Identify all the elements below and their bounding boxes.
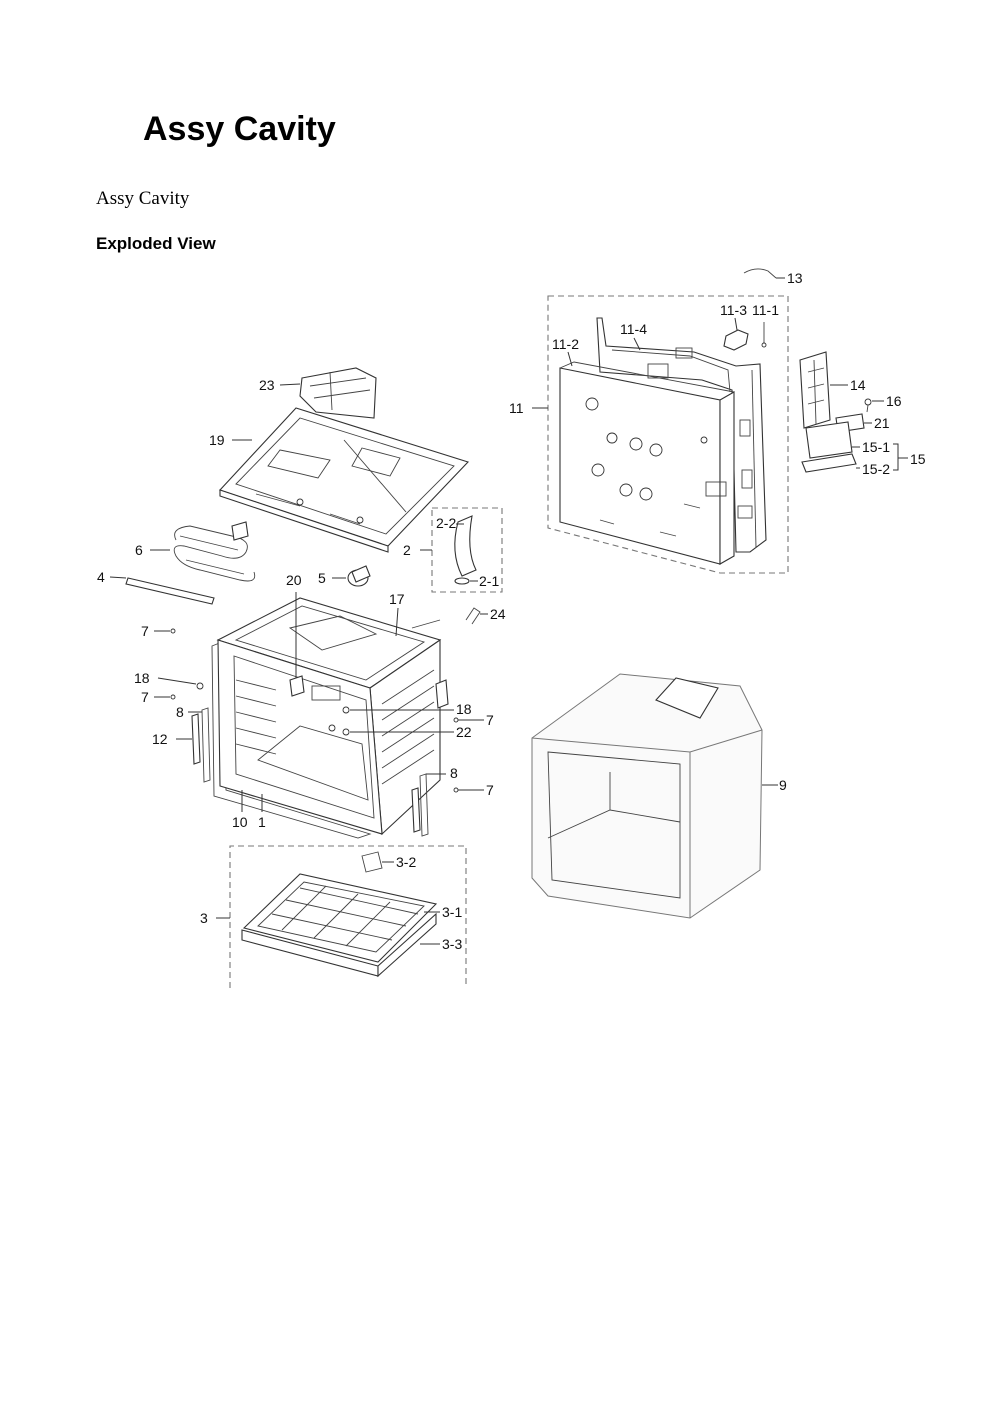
callout-3-1: 3-1 [442, 904, 462, 920]
callout-7-a: 7 [141, 623, 149, 639]
callout-4: 4 [97, 569, 105, 585]
part-22-plug: 22 [328, 724, 472, 740]
part-11-assembly-group: 11 11-4 11-3 11-1 [509, 295, 789, 574]
callout-3-2: 3-2 [396, 854, 416, 870]
callout-24: 24 [490, 606, 506, 622]
callout-15: 15 [910, 451, 926, 467]
part-13-hook: 13 [743, 268, 803, 286]
part-11-2-cover-plate [559, 361, 735, 565]
callout-2: 2 [403, 542, 411, 558]
part-17-probe: 17 [389, 591, 441, 637]
callout-15-1: 15-1 [862, 439, 890, 455]
callout-11: 11 [509, 400, 524, 416]
part-11-1-screw [761, 322, 767, 348]
part-16-fastener: 16 [864, 393, 902, 413]
part-11-4-frame [596, 317, 767, 553]
part-18-plug-left: 18 [134, 670, 204, 690]
part-3-1-bottom-plate [242, 873, 440, 963]
part-24-clip: 24 [465, 606, 506, 625]
callout-15-2: 15-2 [862, 461, 890, 477]
part-3-2-bracket [361, 851, 394, 873]
part-23-duct: 23 [259, 367, 377, 419]
section-heading-exploded-view: Exploded View [96, 234, 216, 253]
document-subtitle: Assy Cavity [96, 188, 190, 209]
callout-2-1: 2-1 [479, 573, 499, 589]
callout-16: 16 [886, 393, 902, 409]
callout-11-3: 11-3 [720, 302, 747, 318]
part-2-assembly-group: 2 2-2 2-1 [403, 507, 503, 593]
callout-6: 6 [135, 542, 143, 558]
part-6-heating-element: 6 [135, 521, 256, 582]
callout-11-1: 11-1 [752, 302, 779, 318]
callout-14: 14 [850, 377, 866, 393]
part-5-lamp: 5 [318, 565, 371, 587]
callout-22: 22 [456, 724, 472, 740]
callout-1: 1 [258, 814, 266, 830]
callout-17: 17 [389, 591, 405, 607]
callout-5: 5 [318, 570, 326, 586]
callout-3: 3 [200, 910, 208, 926]
callout-18-a: 18 [134, 670, 150, 686]
callout-7-b: 7 [141, 689, 149, 705]
part-7-screw-b: 7 [141, 689, 176, 705]
part-1-oven-cavity [216, 597, 449, 836]
part-4-rail: 4 [97, 569, 215, 605]
page-title: Assy Cavity [143, 110, 336, 148]
part-3-assembly-group: 3 3-2 3-1 3-3 [200, 845, 467, 988]
part-2-1-gasket [454, 577, 470, 585]
part-8-trim-left: 8 [176, 704, 211, 783]
part-14-bracket: 14 [799, 351, 866, 429]
callout-10: 10 [232, 814, 248, 830]
part-20-sensor: 20 [286, 572, 305, 697]
callout-20: 20 [286, 572, 302, 588]
callout-19: 19 [209, 432, 225, 448]
callout-21: 21 [874, 415, 890, 431]
part-15-bracket-assembly [801, 421, 908, 473]
callout-23: 23 [259, 377, 275, 393]
part-18-plug-right: 18 [342, 701, 472, 717]
part-9-outer-cabinet: 9 [531, 673, 787, 919]
part-7-screw-a: 7 [141, 623, 176, 639]
callout-7-d: 7 [486, 782, 494, 798]
callout-8-b: 8 [450, 765, 458, 781]
callout-11-2: 11-2 [552, 336, 579, 352]
part-7-screw-c: 7 [453, 712, 494, 728]
part-2-2-cover [454, 515, 477, 577]
callout-9: 9 [779, 777, 787, 793]
part-11-3-sensor [723, 317, 749, 351]
callout-2-2: 2-2 [436, 515, 456, 531]
callout-18-b: 18 [456, 701, 472, 717]
callout-7-c: 7 [486, 712, 494, 728]
callout-11-4: 11-4 [620, 321, 647, 337]
callout-13: 13 [787, 270, 803, 286]
part-12-hinge-left: 12 [152, 713, 201, 765]
part-8-trim-right: 8 [411, 765, 458, 837]
callout-3-3: 3-3 [442, 936, 462, 952]
part-3-3-frame [241, 912, 440, 978]
callout-12: 12 [152, 731, 168, 747]
callout-8-a: 8 [176, 704, 184, 720]
part-7-screw-d: 7 [453, 782, 494, 798]
part-19-top-plate: 19 [209, 407, 470, 553]
